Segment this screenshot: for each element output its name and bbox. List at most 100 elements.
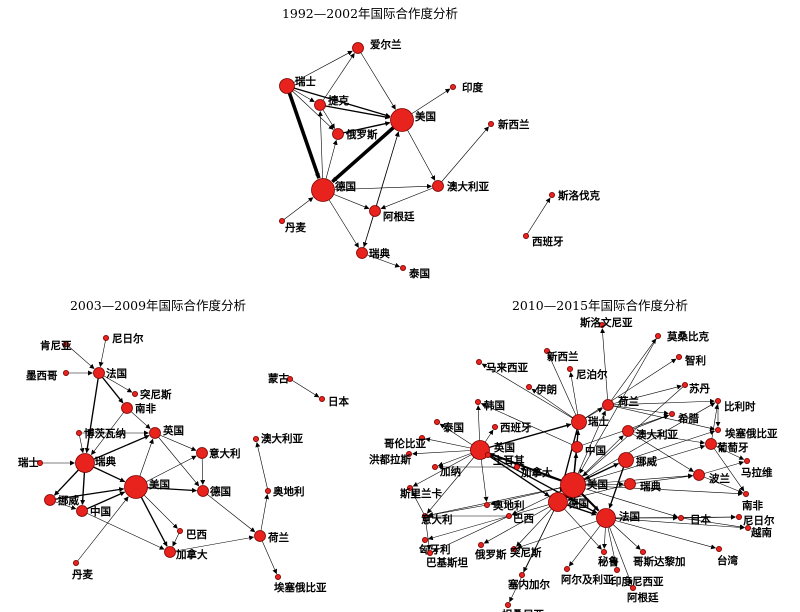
node-norway: [618, 452, 634, 468]
edge-australia-greece: [627, 414, 670, 432]
node-brazil: [505, 513, 512, 520]
edge-austria-australia: [255, 442, 269, 492]
node-niger: [736, 514, 743, 521]
node-label-ghana: 加纳: [439, 465, 461, 478]
edge-china-usa: [81, 491, 126, 512]
node-brazil: [176, 528, 183, 535]
edge-sweden-poland: [629, 473, 694, 485]
edge-portugal-southafrica: [710, 443, 745, 492]
node-label-austria: 奥地利: [493, 499, 525, 512]
node-russia: [477, 542, 484, 549]
edge-uk-srilanka: [412, 449, 481, 487]
node-label-usa: 美国: [415, 110, 436, 123]
edge-swiss-usa: [286, 85, 391, 118]
node-tunisia: [510, 546, 517, 553]
edge-canada-netherlands: [169, 535, 255, 553]
node-label-korea: 韩国: [484, 399, 505, 412]
node-label-estonia: 埃塞俄比亚: [725, 427, 778, 440]
node-label-swiss: 瑞士: [295, 75, 316, 88]
node-norway: [44, 494, 56, 506]
node-cameroon: [519, 572, 526, 579]
edge-uk-honduras: [412, 449, 481, 457]
edge-usa-portugal: [572, 444, 706, 486]
edge-netherlands-austria: [259, 494, 270, 537]
edge-france-sweden: [84, 372, 100, 454]
node-label-spain: 西班牙: [500, 421, 532, 434]
node-label-ethiopia: 埃塞俄比亚: [274, 581, 327, 594]
node-label-swiss: 瑞士: [18, 456, 39, 469]
edge-spain-slovakia: [525, 197, 551, 237]
edge-sweden-thailand: [361, 252, 401, 268]
node-usa: [124, 475, 148, 499]
edge-norway-usa: [49, 487, 125, 501]
edge-france-argentina: [605, 517, 633, 586]
node-label-netherlands: 荷兰: [617, 395, 639, 408]
edge-netherlands-belgium: [607, 398, 715, 406]
node-nepal: [567, 365, 574, 372]
edge-usa-italy: [428, 484, 574, 517]
edge-swiss-chile: [578, 358, 677, 423]
edge-portugal-belgium: [710, 404, 720, 445]
node-swiss: [37, 459, 44, 466]
edge-usa-belgium: [572, 402, 716, 486]
edge-denmark-germany: [281, 197, 314, 222]
node-label-germany: 德国: [334, 180, 356, 193]
node-nz: [487, 121, 494, 128]
node-label-norway: 挪威: [636, 455, 657, 468]
node-label-niger: 尼日尔: [112, 332, 144, 345]
edge-australia-argentina: [380, 185, 439, 210]
edge-uk-germany: [479, 449, 550, 497]
node-denmark: [73, 560, 80, 567]
node-germany: [548, 492, 568, 512]
node-label-greece: 希腊: [677, 412, 699, 425]
node-label-thailand: 泰国: [442, 421, 464, 434]
node-australia: [252, 435, 259, 442]
node-label-tunisia: 突尼斯: [510, 546, 542, 559]
node-label-botswana: 博茨瓦纳: [84, 427, 126, 440]
edge-uk-italy: [154, 432, 197, 451]
node-label-malawi: 马拉维: [741, 466, 773, 479]
node-label-cameroon: 塞内加尔: [507, 578, 550, 591]
edge-china-canada: [81, 510, 165, 550]
edge-australia-nz: [437, 126, 489, 187]
node-label-costarica: 哥斯达黎加: [633, 555, 686, 568]
node-label-tanzania: 坦桑尼亚: [502, 608, 544, 612]
node-label-czech: 捷克: [328, 94, 349, 107]
node-greece: [669, 410, 676, 417]
node-malaysia: [475, 358, 482, 365]
node-label-usa: 美国: [149, 478, 170, 491]
panel-title: 2003—2009年国际合作度分析: [70, 298, 246, 313]
node-uk: [149, 427, 161, 439]
node-japan: [678, 515, 685, 522]
edge-swiss-russia: [286, 85, 334, 130]
node-label-spain: 西班牙: [532, 235, 564, 248]
node-label-france: 法国: [619, 510, 640, 523]
node-label-argentina: 阿根廷: [383, 210, 415, 223]
edge-uk-italy: [426, 449, 481, 514]
edge-sweden-germany: [567, 483, 631, 501]
node-india: [449, 84, 456, 91]
edge-netherlands-ethiopia: [259, 535, 278, 575]
node-denmark: [278, 217, 285, 224]
edge-denmark-usa: [75, 496, 129, 564]
node-austria: [264, 487, 271, 494]
node-label-srilanka: 斯里兰卡: [400, 487, 442, 500]
edge-netherlands-estonia: [607, 404, 715, 431]
node-label-sweden: 瑞典: [369, 247, 390, 260]
node-turkey: [484, 451, 491, 458]
node-china: [76, 505, 88, 517]
node-label-southafrica: 南非: [742, 499, 763, 512]
node-label-usa: 美国: [587, 478, 608, 491]
node-label-nepal: 尼泊尔: [576, 368, 608, 381]
node-label-russia: 俄罗斯: [474, 548, 507, 561]
node-label-taiwan: 台湾: [717, 554, 738, 567]
edge-brazil-mexico: [427, 515, 510, 541]
node-label-chile: 智利: [684, 354, 706, 367]
edge-mozambique-usa: [579, 335, 659, 474]
node-label-sweden: 瑞典: [640, 480, 661, 493]
node-label-france: 法国: [106, 367, 127, 380]
edge-germany-australia: [322, 183, 433, 191]
node-sudan: [682, 381, 689, 388]
